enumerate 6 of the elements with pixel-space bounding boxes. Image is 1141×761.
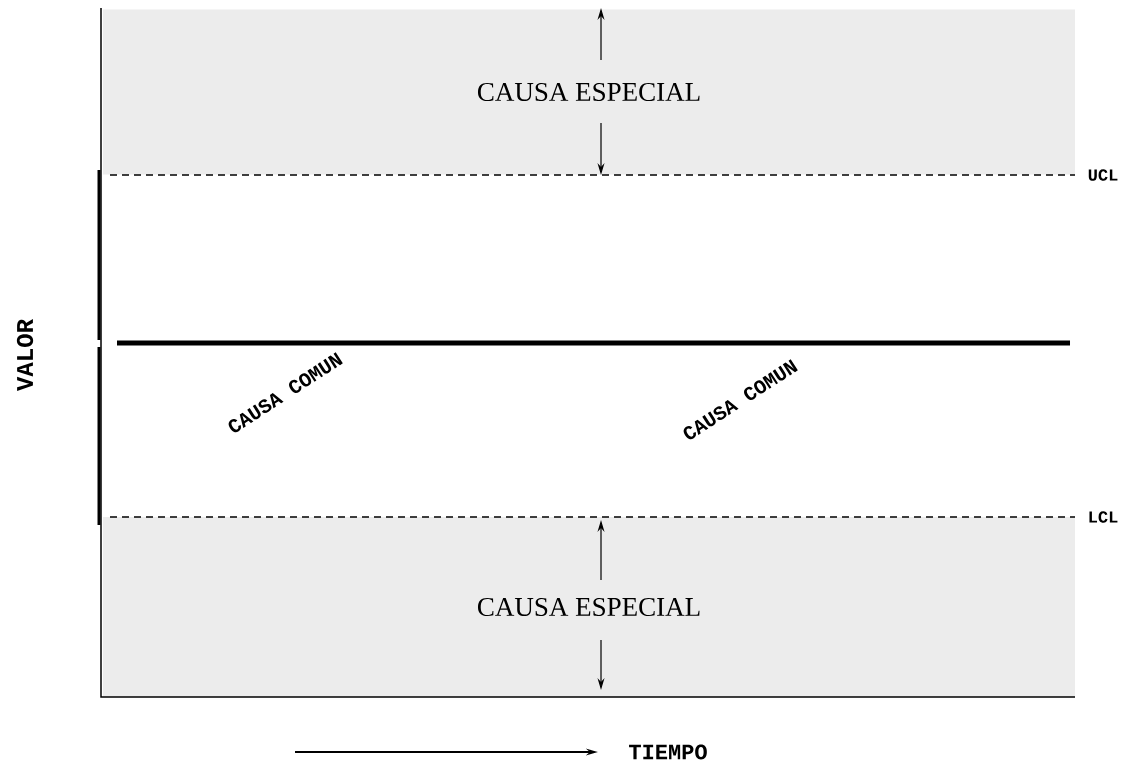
limit-label: UCL — [1088, 169, 1118, 181]
limit-label: LCL — [1089, 511, 1118, 523]
shaded-band: CAUSA ESPECIAL — [103, 9, 1075, 175]
axis-label: TIEMPO — [629, 744, 707, 760]
axis-label: VALOR — [16, 319, 34, 391]
shaded-band: CAUSA ESPECIAL — [103, 517, 1075, 697]
